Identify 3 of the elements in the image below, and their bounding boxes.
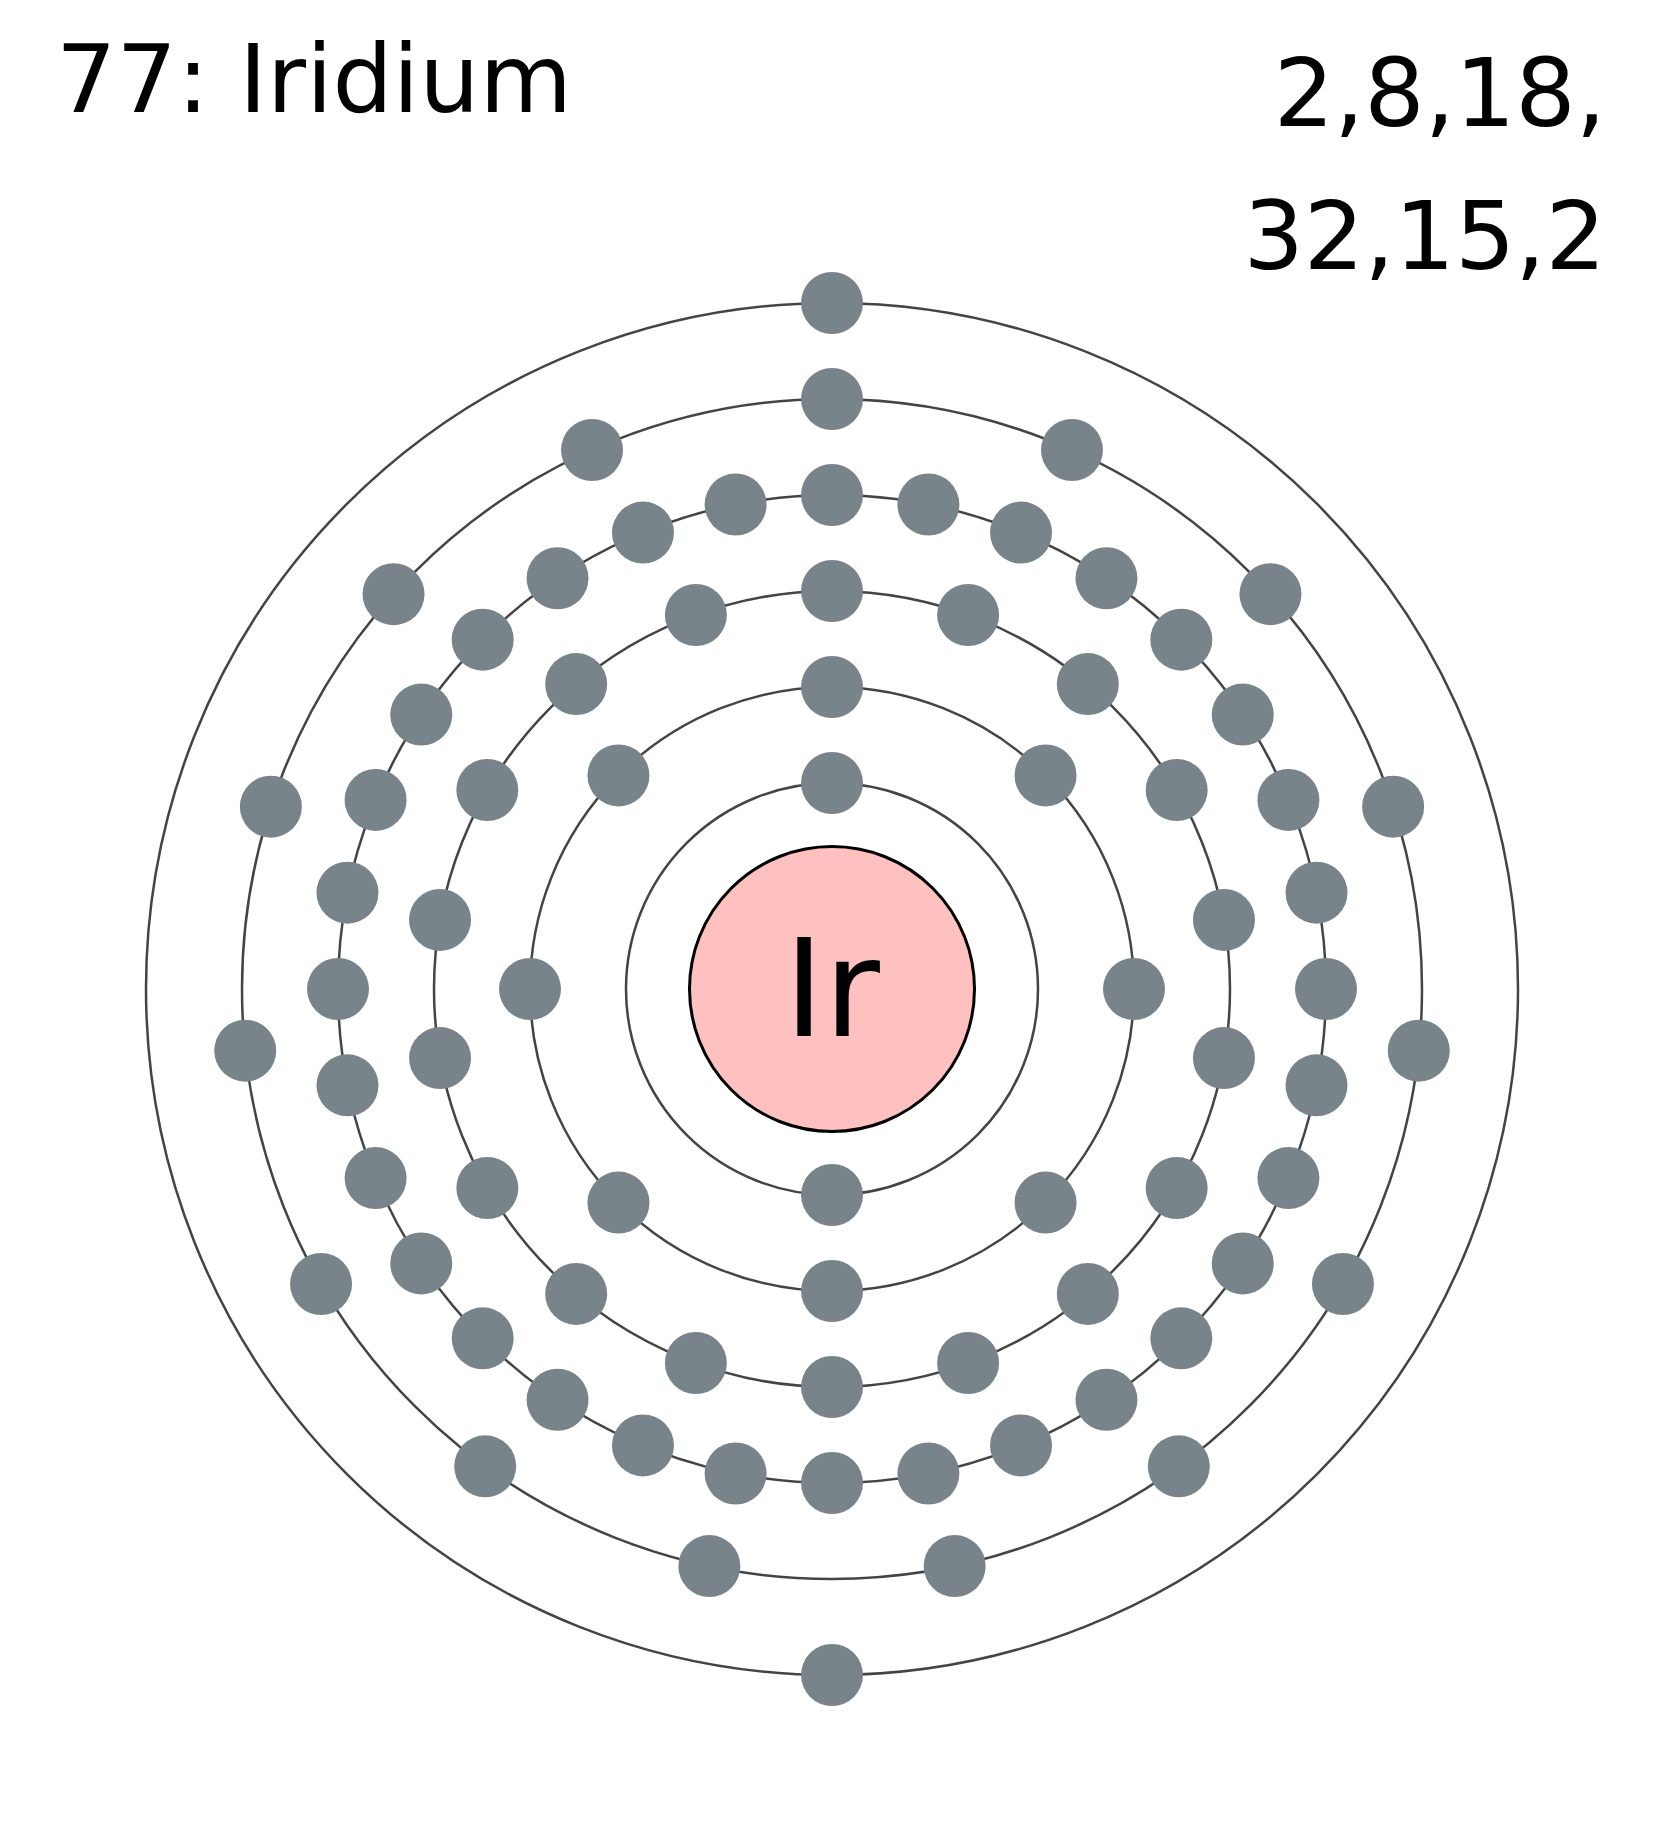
title: 77: Iridium [56, 23, 572, 136]
electron-configuration: 2,8,18, 32,15,2 [1242, 37, 1606, 293]
element-symbol: Ir [784, 921, 880, 1057]
